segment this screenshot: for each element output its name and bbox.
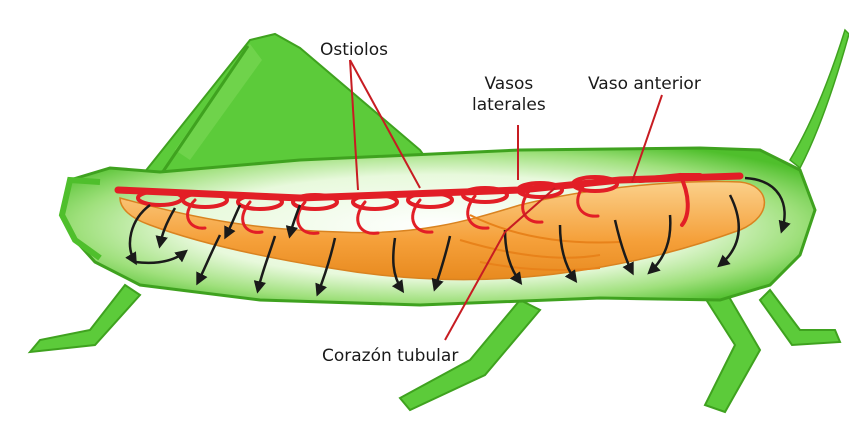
label-vasos-laterales-line2: laterales <box>472 95 546 116</box>
label-vasos-laterales-line1: Vasos <box>472 74 546 95</box>
label-vasos-laterales: Vasos laterales <box>472 74 546 116</box>
label-corazon-tubular: Corazón tubular <box>322 346 458 367</box>
label-ostiolos: Ostiolos <box>320 40 388 61</box>
label-vaso-anterior: Vaso anterior <box>588 74 701 95</box>
antenna <box>790 30 849 168</box>
